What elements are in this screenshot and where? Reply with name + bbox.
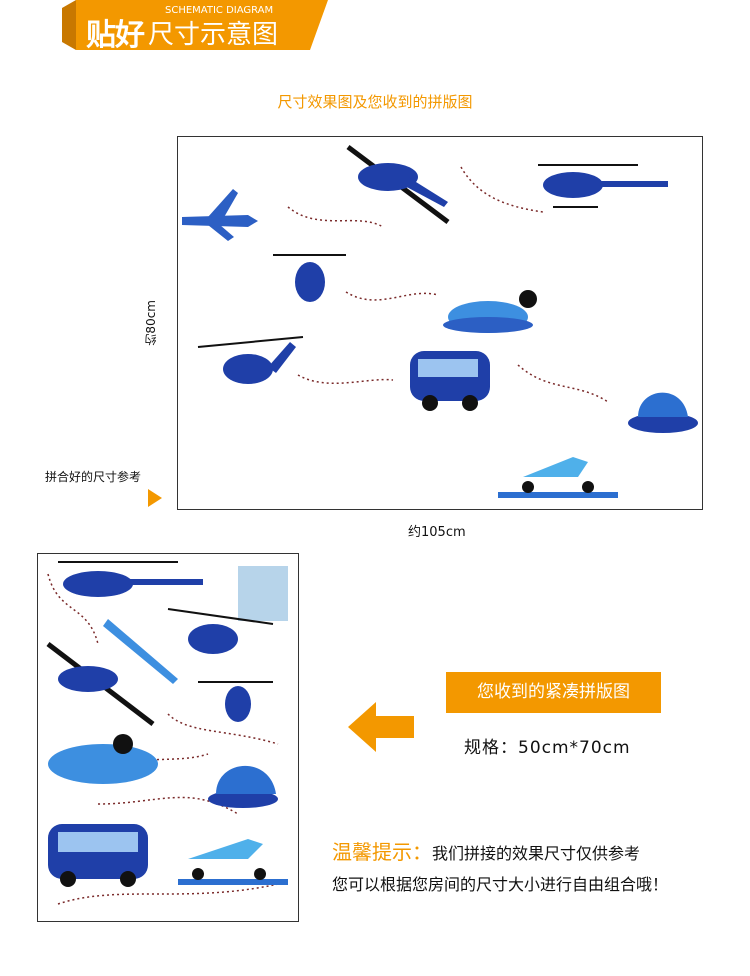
header-title-bold: 贴好 <box>86 18 145 53</box>
sheet-illustration <box>46 561 288 905</box>
section-subtitle: 尺寸效果图及您收到的拼版图 <box>277 93 473 111</box>
helicopter-icon <box>167 608 274 654</box>
airplane-icon <box>182 189 258 241</box>
assembled-illustration <box>182 145 698 498</box>
scooter-icon <box>498 457 618 498</box>
helicopter-icon <box>538 164 668 208</box>
tip-text-1: 我们拼接的效果尺寸仅供参考 <box>432 844 641 863</box>
scooter-icon <box>178 839 288 885</box>
settings-sample-image <box>238 566 288 621</box>
header-title-en: SCHEMATIC DIAGRAM <box>165 5 274 16</box>
reference-label: 拼合好的尺寸参考 <box>45 470 142 484</box>
bus-icon <box>48 824 148 887</box>
airplane-icon <box>103 619 178 684</box>
car-icon <box>208 765 278 808</box>
helicopter-icon <box>198 681 273 722</box>
helicopter-icon <box>197 336 304 384</box>
tip-heading: 温馨提示： <box>332 840 432 864</box>
propeller-plane-icon <box>48 734 158 784</box>
triangle-pointer-icon <box>148 489 162 507</box>
header-title-rest: 尺寸示意图 <box>148 20 279 50</box>
tip-line-1: 温馨提示：我们拼接的效果尺寸仅供参考 <box>332 836 640 865</box>
spec-text: 规格：50cm*70cm <box>464 738 631 758</box>
propeller-plane-icon <box>443 290 537 333</box>
arrow-left-icon <box>348 702 414 752</box>
helicopter-icon <box>273 254 346 302</box>
tip-line-2: 您可以根据您房间的尺寸大小进行自由组合哦！ <box>332 875 669 894</box>
received-label: 您收到的紧凑拼版图 <box>446 672 661 713</box>
helicopter-icon <box>346 145 450 224</box>
helicopter-icon <box>46 642 155 726</box>
height-label: 约80cm <box>144 300 158 346</box>
assembled-preview <box>177 136 703 510</box>
bus-icon <box>410 351 490 411</box>
helicopter-icon <box>58 561 203 597</box>
header-banner <box>62 0 328 50</box>
car-icon <box>628 392 698 433</box>
received-sheet-preview <box>37 553 299 922</box>
width-label: 约105cm <box>408 525 466 540</box>
